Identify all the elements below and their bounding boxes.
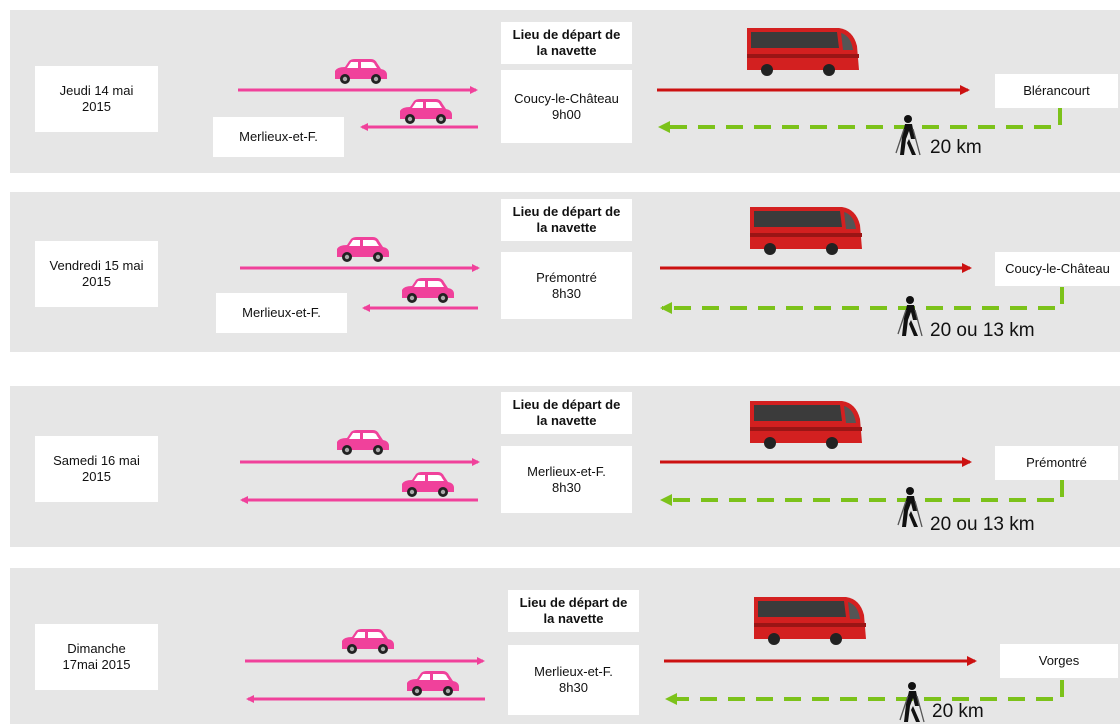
departure-box: Prémontré 8h30 <box>501 252 632 319</box>
shuttle-departure-header: Lieu de départ de la navette <box>501 199 632 241</box>
shuttle-departure-header: Lieu de départ de la navette <box>508 590 639 632</box>
destination-box: Blérancourt <box>995 74 1118 108</box>
walk-return-arrow <box>660 287 1064 314</box>
departure-box: Coucy-le-Château 9h00 <box>501 70 632 143</box>
distance-label: 20 km <box>930 137 982 158</box>
departure-box: Merlieux-et-F. 8h30 <box>501 446 632 513</box>
walk-return-arrow <box>665 680 1064 705</box>
date-box: Dimanche 17mai 2015 <box>35 624 158 690</box>
destination-box: Vorges <box>1000 644 1118 678</box>
shuttle-departure-header: Lieu de départ de la navette <box>501 22 632 64</box>
hiker-icon <box>899 681 925 723</box>
walk-return-arrow <box>658 108 1062 133</box>
return-location-box: Merlieux-et-F. <box>216 293 347 333</box>
date-box: Samedi 16 mai 2015 <box>35 436 158 502</box>
car-icon <box>407 671 459 696</box>
bus-icon <box>754 597 866 645</box>
destination-box: Coucy-le-Château <box>995 252 1120 286</box>
distance-label: 20 ou 13 km <box>930 514 1035 535</box>
distance-label: 20 km <box>932 701 984 722</box>
walk-return-arrow <box>660 480 1064 506</box>
departure-box: Merlieux-et-F. 8h30 <box>508 645 639 715</box>
car-icon <box>342 629 394 654</box>
destination-box: Prémontré <box>995 446 1118 480</box>
return-location-box: Merlieux-et-F. <box>213 117 344 157</box>
shuttle-departure-header: Lieu de départ de la navette <box>501 392 632 434</box>
date-box: Vendredi 15 mai 2015 <box>35 241 158 307</box>
date-box: Jeudi 14 mai 2015 <box>35 66 158 132</box>
distance-label: 20 ou 13 km <box>930 320 1035 341</box>
